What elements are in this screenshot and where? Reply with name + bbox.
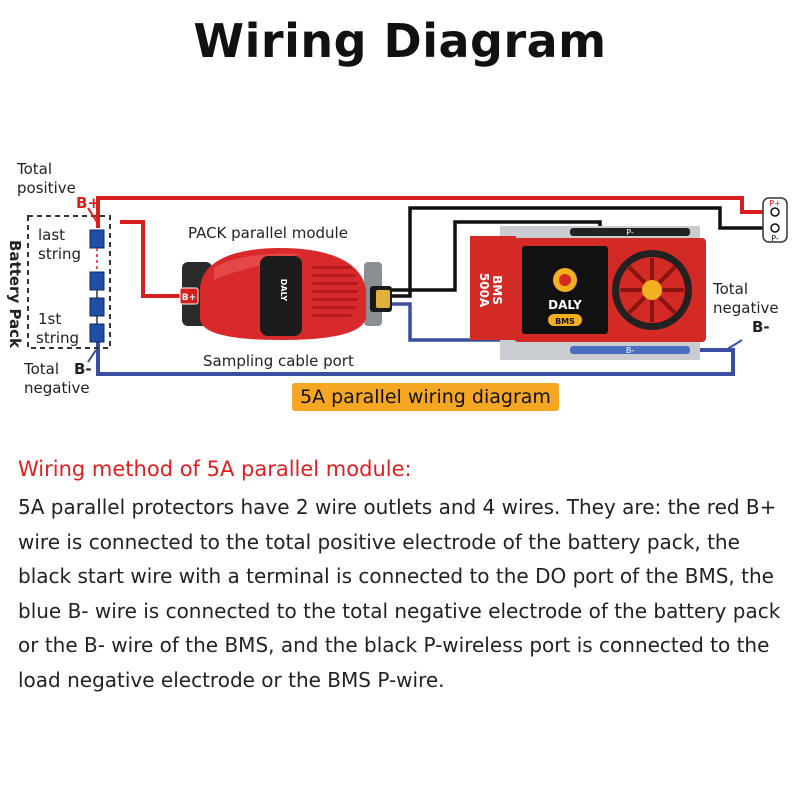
bms-logo-text: DALY xyxy=(548,298,582,312)
bminus-left-arrow xyxy=(87,349,97,363)
blue-bminus-wire xyxy=(96,342,735,376)
battery-pack-outline xyxy=(27,215,111,349)
black-start-wire xyxy=(388,206,765,298)
first-string-label: 1st xyxy=(38,310,61,328)
method-description: 5A parallel protectors have 2 wire outle… xyxy=(18,495,781,692)
bplus-arrow xyxy=(87,207,98,223)
bplus-label: B+ xyxy=(76,194,100,212)
bms-logo-badge: BMS xyxy=(555,317,575,326)
output-terminal-block xyxy=(762,197,788,243)
pminus-label: P- xyxy=(771,234,779,243)
bminus-right-arrow xyxy=(725,339,743,351)
wiring-diagram: DALY B+ BMS 500A DALY BMS xyxy=(6,160,788,397)
bms-unit: BMS 500A DALY BMS P- B- xyxy=(470,226,706,360)
bms-side-text: BMS xyxy=(490,275,504,305)
total-negative-right-label: negative xyxy=(713,299,779,317)
total-positive-label: Total xyxy=(16,160,52,178)
red-bplus-wire xyxy=(96,196,765,228)
total-negative-left-label: Total xyxy=(23,360,59,378)
last-string-label: string xyxy=(38,245,81,263)
battery-cell xyxy=(89,229,105,249)
pack-module-label: PACK parallel module xyxy=(188,224,348,242)
battery-pack-label: Battery Pack xyxy=(6,240,24,349)
bms-terminal-b-minus: B- xyxy=(626,346,634,355)
method-title: Wiring method of 5A parallel module: xyxy=(18,457,412,481)
sampling-port-label: Sampling cable port xyxy=(203,352,354,370)
page-title: Wiring Diagram xyxy=(193,14,607,68)
red-module-wire xyxy=(120,220,184,298)
battery-cell xyxy=(89,297,105,317)
total-positive-label: positive xyxy=(17,179,76,197)
module-logo-text: DALY xyxy=(279,279,288,302)
diagram-caption: 5A parallel wiring diagram xyxy=(292,383,559,411)
bminus-left-label: B- xyxy=(74,360,92,378)
bms-side-rating: 500A xyxy=(477,273,491,308)
battery-cell xyxy=(89,323,105,343)
bminus-right-label: B- xyxy=(752,318,770,336)
total-negative-right-label: Total xyxy=(712,280,748,298)
first-string-label: string xyxy=(36,329,79,347)
last-string-label: last xyxy=(38,226,65,244)
pplus-label: P+ xyxy=(769,199,781,208)
battery-cell xyxy=(89,271,105,291)
pack-parallel-module: DALY B+ xyxy=(179,248,392,340)
module-bplus-tag: B+ xyxy=(182,293,196,303)
bms-terminal-p-minus: P- xyxy=(626,228,634,237)
total-negative-left-label: negative xyxy=(24,379,90,397)
